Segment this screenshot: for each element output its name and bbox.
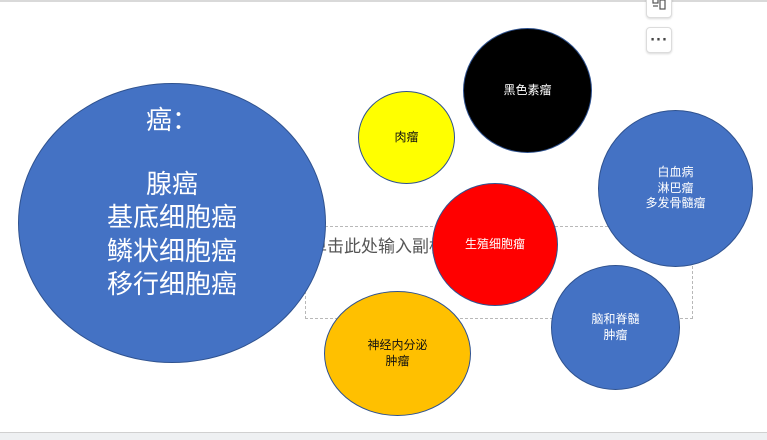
slide-bottom-border xyxy=(0,432,767,440)
neuroendocrine-tumor-circle[interactable]: 神经内分泌 肿瘤 xyxy=(324,291,471,416)
blood-cancer-circle[interactable]: 白血病 淋巴瘤 多发骨髓瘤 xyxy=(598,110,753,267)
more-options-icon: ··· xyxy=(650,32,668,48)
subtitle-placeholder-text: 单击此处输入副标题 xyxy=(310,237,463,257)
brain-spinal-tumor-label: 脑和脊髓 肿瘤 xyxy=(591,311,640,342)
germ-cell-tumor-label: 生殖细胞瘤 xyxy=(464,236,525,251)
blood-cancer-label: 白血病 淋巴瘤 多发骨髓瘤 xyxy=(645,165,706,211)
germ-cell-tumor-circle[interactable]: 生殖细胞瘤 xyxy=(432,183,558,306)
slide-top-border xyxy=(0,0,767,2)
brain-spinal-tumor-circle[interactable]: 脑和脊髓 肿瘤 xyxy=(551,265,680,390)
layout-options-button[interactable] xyxy=(646,0,672,18)
sarcoma-label: 肉瘤 xyxy=(394,129,419,144)
melanoma-circle[interactable]: 黑色素瘤 xyxy=(463,28,592,153)
cancer-main-title: 癌： xyxy=(145,106,198,136)
cancer-main-list: 腺癌 基底细胞癌 鳞状细胞癌 移行细胞癌 xyxy=(106,170,237,300)
more-options-button[interactable]: ··· xyxy=(646,27,672,53)
cancer-main-circle[interactable]: 癌： 腺癌 基底细胞癌 鳞状细胞癌 移行细胞癌 xyxy=(18,83,326,363)
sarcoma-circle[interactable]: 肉瘤 xyxy=(358,91,455,184)
melanoma-label: 黑色素瘤 xyxy=(503,82,552,97)
neuroendocrine-tumor-label: 神经内分泌 肿瘤 xyxy=(367,337,428,368)
layout-options-icon xyxy=(652,0,666,14)
